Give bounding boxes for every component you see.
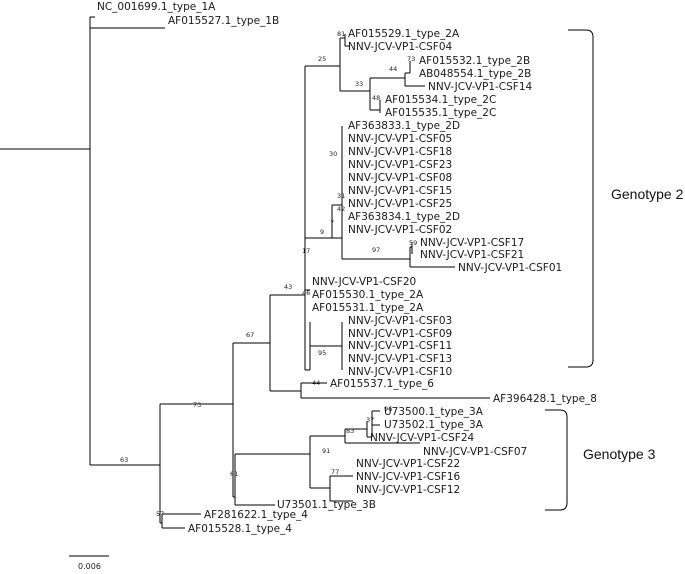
bootstrap-value: 96 xyxy=(384,405,392,413)
tree-branches xyxy=(0,16,490,529)
bootstrap-value: 30 xyxy=(329,150,337,158)
bootstrap-value: 33 xyxy=(355,80,363,88)
leaf-label: NNV-JCV-VP1-CSF16 xyxy=(356,471,461,483)
leaf-label: NNV-JCV-VP1-CSF02 xyxy=(348,224,452,236)
leaf-label: U73502.1_type_3A xyxy=(384,419,484,431)
bootstrap-value: 59 xyxy=(409,239,417,247)
bootstrap-value: 91 xyxy=(322,447,330,455)
bootstrap-value: 61 xyxy=(230,470,238,478)
bootstrap-value: 43 xyxy=(284,283,292,291)
bootstrap-value: 81 xyxy=(337,30,345,38)
bootstrap-value: 95 xyxy=(318,349,326,357)
leaf-label: NNV-JCV-VP1-CSF23 xyxy=(348,159,452,171)
genotype-2-bracket xyxy=(568,29,594,368)
bootstrap-value: 83 xyxy=(346,427,354,435)
leaf-label: NNV-JCV-VP1-CSF24 xyxy=(370,432,475,444)
leaf-label: AF015527.1_type_1B xyxy=(168,15,279,27)
leaf-label: NNV-JCV-VP1-CSF14 xyxy=(428,81,533,93)
leaf-label: AF396428.1_type_8 xyxy=(493,393,597,405)
bootstrap-value: 44 xyxy=(312,379,320,387)
leaf-label: NNV-JCV-VP1-CSF07 xyxy=(423,446,527,458)
leaf-label: AF363834.1_type_2D xyxy=(348,211,460,223)
leaf-label: NNV-JCV-VP1-CSF12 xyxy=(356,484,460,496)
genotype-2-label: Genotype 2 xyxy=(611,186,684,202)
leaf-label: NC_001699.1_type_1A xyxy=(97,1,216,13)
leaf-label: NNV-JCV-VP1-CSF22 xyxy=(356,458,460,470)
leaf-label: NNV-JCV-VP1-CSF18 xyxy=(348,146,452,158)
genotype-2-group: Genotype 2 xyxy=(568,29,684,368)
leaf-label: AF015531.1_type_2A xyxy=(312,302,424,314)
leaf-label: NNV-JCV-VP1-CSF10 xyxy=(348,366,452,378)
leaf-label: NNV-JCV-VP1-CSF05 xyxy=(348,133,452,145)
bootstrap-value: 73 xyxy=(407,55,415,63)
leaf-label: U73501.1_type_3B xyxy=(277,499,376,511)
scale-bar: 0.006 xyxy=(69,555,109,571)
leaf-label: AF015534.1_type_2C xyxy=(385,94,496,106)
leaf-label: AF015530.1_type_2A xyxy=(312,289,424,301)
bootstrap-value: 48 xyxy=(372,94,380,102)
bootstrap-value: 67 xyxy=(246,331,254,339)
bootstrap-value: 73 xyxy=(193,401,201,409)
leaf-label: NNV-JCV-VP1-CSF13 xyxy=(348,353,452,365)
leaf-label: AF363833.1_type_2D xyxy=(348,120,460,132)
leaf-label: U73500.1_type_3A xyxy=(384,406,484,418)
leaf-label: NNV-JCV-VP1-CSF15 xyxy=(348,185,452,197)
leaf-label: NNV-JCV-VP1-CSF01 xyxy=(458,262,562,274)
bootstrap-value: 25 xyxy=(318,55,326,63)
leaf-label: NNV-JCV-VP1-CSF25 xyxy=(348,198,452,210)
leaf-label: NNV-JCV-VP1-CSF04 xyxy=(348,41,453,53)
leaf-label: AF015532.1_type_2B xyxy=(419,55,530,67)
bootstrap-value: 7 xyxy=(330,219,334,227)
leaf-label: NNV-JCV-VP1-CSF08 xyxy=(348,172,452,184)
bootstrap-value: 97 xyxy=(372,246,380,254)
bootstrap-value: 44 xyxy=(389,65,397,73)
bootstrap-value: 46 xyxy=(302,289,310,297)
leaf-label: AF015535.1_type_2C xyxy=(385,107,496,119)
bootstrap-value: 57 xyxy=(156,510,164,518)
genotype-3-label: Genotype 3 xyxy=(583,446,656,462)
leaf-label: AF015528.1_type_4 xyxy=(188,523,292,535)
leaf-label: NNV-JCV-VP1-CSF09 xyxy=(348,328,452,340)
bootstrap-value: 31 xyxy=(337,192,345,200)
leaf-label: NNV-JCV-VP1-CSF11 xyxy=(348,340,452,352)
bootstrap-value: 17 xyxy=(302,247,310,255)
bootstrap-value: 42 xyxy=(337,205,345,213)
leaf-label: AB048554.1_type_2B xyxy=(419,68,531,80)
bootstrap-values: 81 25 73 44 33 48 30 31 42 7 9 59 97 17 … xyxy=(120,30,417,518)
bootstrap-value: 9 xyxy=(320,228,324,236)
leaf-label: NNV-JCV-VP1-CSF20 xyxy=(312,276,416,288)
genotype-3-bracket xyxy=(545,409,568,511)
tree-leaves: NC_001699.1_type_1A AF015527.1_type_1B A… xyxy=(97,1,597,535)
scale-bar-label: 0.006 xyxy=(78,562,101,571)
genotype-3-group: Genotype 3 xyxy=(545,409,656,511)
leaf-label: AF281622.1_type_4 xyxy=(204,509,308,521)
leaf-label: AF015537.1_type_6 xyxy=(330,378,434,390)
leaf-label: NNV-JCV-VP1-CSF21 xyxy=(420,249,524,261)
leaf-label: NNV-JCV-VP1-CSF03 xyxy=(348,315,452,327)
leaf-label: NNV-JCV-VP1-CSF17 xyxy=(420,237,524,249)
bootstrap-value: 37 xyxy=(366,416,374,424)
bootstrap-value: 77 xyxy=(331,468,339,476)
leaf-label: AF015529.1_type_2A xyxy=(348,28,460,40)
bootstrap-value: 63 xyxy=(120,456,128,464)
